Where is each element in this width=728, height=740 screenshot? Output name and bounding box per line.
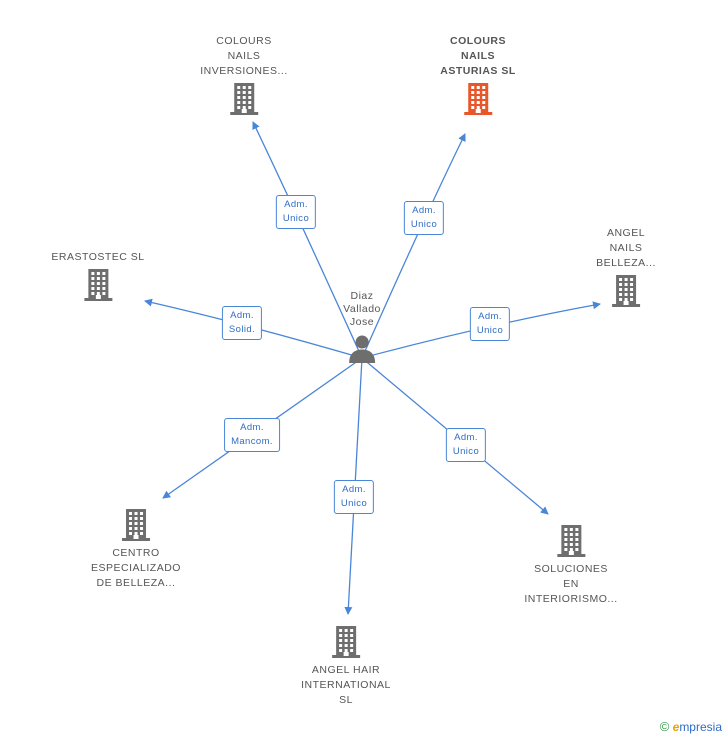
company-name-line: CENTRO [112,547,160,559]
company-name-line: NAILS [460,50,495,62]
role-badge-centro-especializado[interactable]: Adm. Mancom. [224,418,280,452]
company-name-line: INTERIORISMO... [524,593,618,605]
company-name-line: COLOURS [216,35,272,47]
role-badge-line: Unico [282,213,310,224]
company-name-line: ASTURIAS SL [440,65,516,77]
company-name: COLOURS NAILS INVERSIONES... [200,34,288,79]
company-name-line: NAILS [227,50,261,62]
company-node-angel-nails[interactable]: ANGEL NAILS BELLEZA... [596,226,656,308]
company-name-line: BELLEZA... [596,257,656,269]
building-icon [84,269,112,301]
person-name-line: Diaz [350,290,374,302]
person-icon [349,335,375,363]
role-badge-angel-hair[interactable]: Adm. Unico [333,480,375,514]
person-name-line: Vallado [343,303,381,315]
company-node-erastostec[interactable]: ERASTOSTEC SL [51,250,144,302]
company-name: ANGEL NAILS BELLEZA... [596,226,656,271]
company-name-line: INVERSIONES... [200,65,288,77]
company-name: SOLUCIONES EN INTERIORISMO... [524,562,617,607]
role-badge-angel-nails[interactable]: Adm. Unico [469,307,511,341]
role-badge-soluciones[interactable]: Adm. Unico [445,428,487,462]
person-name-line: Jose [349,316,375,328]
company-name-line: INTERNATIONAL [301,679,391,691]
role-badge-colours-nails-inversiones[interactable]: Adm. Unico [275,195,317,229]
role-badge-line: Adm. [342,484,366,495]
building-icon [463,83,492,115]
role-badge-line: Adm. [412,205,436,216]
copyright-symbol: © [659,719,670,734]
company-name-line: DE BELLEZA... [96,577,176,589]
company-name-line: NAILS [609,242,643,254]
company-node-colours-nails-inversiones[interactable]: COLOURS NAILS INVERSIONES... [200,34,288,116]
building-icon [556,525,585,557]
role-badge-line: Adm. [284,199,308,210]
company-node-centro-especializado[interactable]: CENTRO ESPECIALIZADO DE BELLEZA... [91,508,181,591]
building-icon [611,275,640,307]
company-name-line: COLOURS [449,35,506,47]
company-name-line: EN [563,578,579,590]
role-badge-line: Adm. [478,311,502,322]
company-name-line: ESPECIALIZADO [91,562,181,574]
company-name: COLOURS NAILS ASTURIAS SL [440,34,516,79]
company-name-line: ERASTOSTEC SL [51,251,145,263]
role-badge-line: Mancom. [231,436,273,447]
company-name-line: ANGEL [606,227,646,239]
company-name: ERASTOSTEC SL [51,250,144,265]
role-badge-line: Adm. [454,432,478,443]
brand-logo-letter: e [672,720,680,734]
building-icon [230,83,258,115]
company-node-colours-nails-asturias[interactable]: COLOURS NAILS ASTURIAS SL [440,34,516,116]
company-name: ANGEL HAIR INTERNATIONAL SL [301,663,391,708]
role-badge-line: Unico [410,219,438,230]
company-name-line: SOLUCIONES [534,563,608,575]
role-badge-erastostec[interactable]: Adm. Solid. [221,306,263,340]
company-name: CENTRO ESPECIALIZADO DE BELLEZA... [91,546,181,591]
building-icon [331,626,360,658]
role-badge-line: Solid. [228,324,256,335]
company-node-soluciones[interactable]: SOLUCIONES EN INTERIORISMO... [524,524,617,607]
brand-logo-text: mpresia [679,720,722,734]
role-badge-line: Adm. [240,422,264,433]
role-badge-colours-nails-asturias[interactable]: Adm. Unico [403,201,445,235]
role-badge-line: Unico [452,446,480,457]
role-badge-line: Adm. [230,310,254,321]
building-icon [121,509,150,541]
role-badge-line: Unico [340,498,368,509]
company-node-angel-hair[interactable]: ANGEL HAIR INTERNATIONAL SL [301,625,391,708]
company-name-line: ANGEL HAIR [311,664,381,676]
role-badge-line: Unico [476,325,504,336]
footer-brand: © empresia [660,719,722,734]
company-name-line: SL [339,694,353,706]
